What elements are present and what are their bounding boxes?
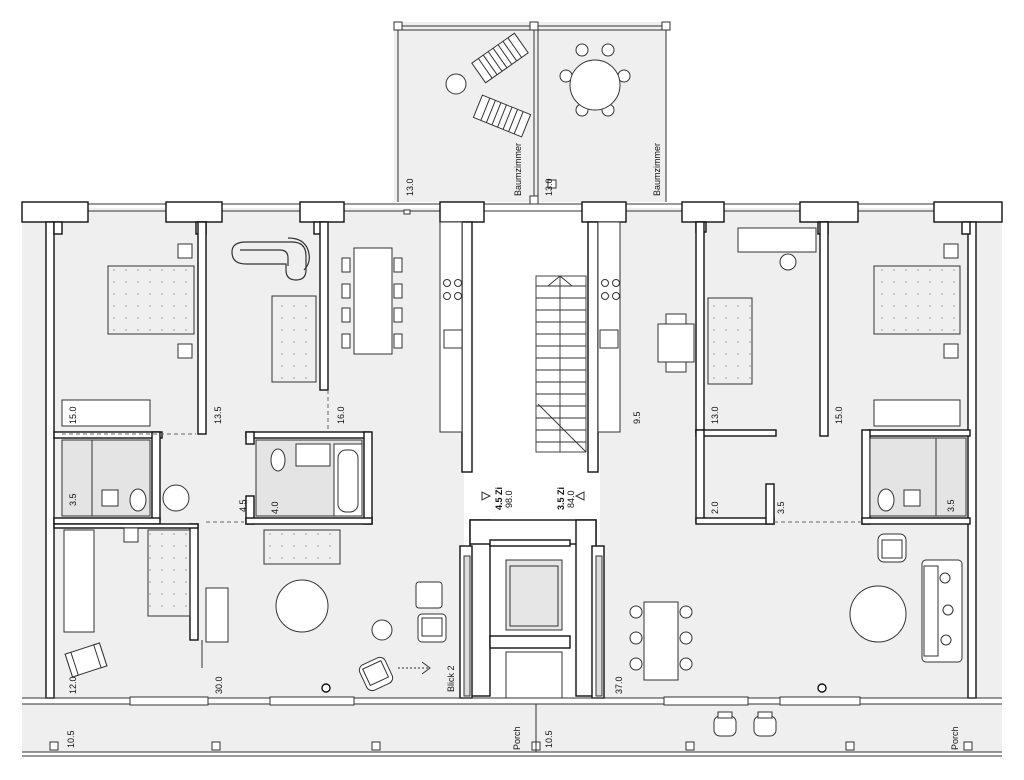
right-store-area: 2.0: [710, 501, 720, 514]
unit-right-area: 84.0: [566, 490, 576, 508]
porch-left-area: 10.5: [66, 730, 76, 748]
sun-lounger: [472, 94, 532, 138]
view-label: Blick 2: [446, 665, 456, 692]
left-bedroom-area: 15.0: [68, 406, 78, 424]
left-bath-area: 4.0: [270, 501, 280, 514]
unit-left-rooms: 4.5 Zi: [494, 487, 504, 510]
balcony-right-label: Baumzimmer: [652, 143, 662, 196]
desk-right: [737, 227, 817, 271]
left-kids-room-area: 13.5: [213, 406, 223, 424]
round-dining-table: [559, 43, 631, 117]
right-kids-room-area: 13.0: [710, 406, 720, 424]
porch-right-area: 10.5: [544, 730, 554, 748]
right-kitchen-area: 9.5: [632, 411, 642, 424]
balcony-left-label: Baumzimmer: [513, 143, 523, 196]
bathroom-left: [255, 439, 363, 517]
left-study-area: 12.0: [68, 676, 78, 694]
column-right: [817, 683, 827, 693]
sun-lounger: [471, 32, 529, 84]
kitchen-table-right: [657, 313, 695, 373]
round-table-left: [275, 579, 329, 633]
kitchen-right: [597, 221, 621, 433]
unit-left-area: 98.0: [504, 490, 514, 508]
unit-left-label: 4.5 Zi 98.0: [481, 487, 514, 510]
double-bed-left: [61, 243, 195, 427]
porch-right-label: Porch: [950, 726, 960, 750]
double-bed-right: [873, 243, 961, 427]
side-table-left: [371, 619, 393, 641]
kids-bed-right: [707, 297, 753, 385]
balcony-right-area: 13.0: [544, 178, 554, 196]
right-closet-area: 3.5: [776, 501, 786, 514]
dining-table-left: [341, 247, 403, 355]
shower-room-right: [869, 437, 967, 517]
kitchen-left: [439, 221, 463, 433]
right-bedroom-area: 15.0: [834, 406, 844, 424]
round-table-right: [849, 585, 907, 643]
thresholds: [62, 390, 862, 523]
lounge-chair-right: [877, 533, 907, 563]
balcony-left-area: 13.0: [405, 178, 415, 196]
side-table: [445, 73, 467, 95]
sofa-right: [921, 559, 963, 663]
left-living-area: 30.0: [214, 676, 224, 694]
sofa-left: [263, 529, 341, 565]
left-hall-area: 4.5: [238, 499, 248, 512]
walls: [21, 201, 1003, 699]
kids-bed-left: [271, 295, 317, 383]
unit-right-rooms: 3.5 Zi: [556, 487, 566, 510]
dining-table-right: [629, 601, 693, 681]
area-labels: 15.0 13.5 16.0 3.5 4.5 4.0 12.0 30.0 Bli…: [66, 406, 960, 750]
staircase: [535, 275, 587, 453]
toy-track: [231, 237, 310, 281]
right-living-area: 37.0: [614, 676, 624, 694]
view-arrow: [398, 661, 431, 675]
balcony-frame: [393, 21, 671, 205]
armchair-left: [358, 581, 447, 692]
round-stool: [162, 484, 190, 512]
study-left: [63, 527, 191, 678]
porch-chairs: [713, 711, 777, 737]
column-left: [321, 683, 331, 693]
porch-left-label: Porch: [512, 726, 522, 750]
shower-room-left: [61, 439, 151, 517]
unit-right-label: 3.5 Zi 84.0: [556, 487, 585, 510]
left-kitchen-area: 16.0: [336, 406, 346, 424]
shelf-left: [205, 587, 229, 643]
left-shower-area: 3.5: [68, 493, 78, 506]
elevator: [463, 555, 603, 699]
right-shower-area: 3.5: [946, 499, 956, 512]
